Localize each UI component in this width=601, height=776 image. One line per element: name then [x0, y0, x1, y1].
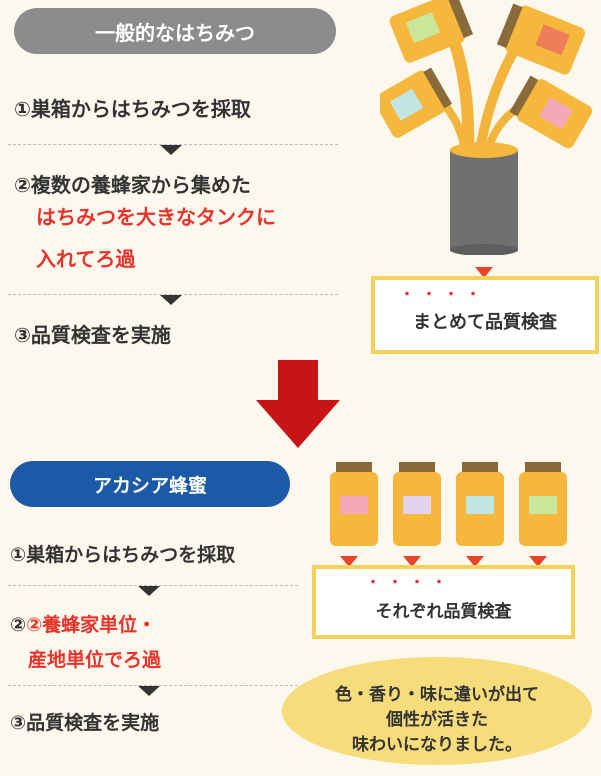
- top-inspection-arrow: [475, 267, 493, 278]
- top-step-2-line-1: ②複数の養蜂家から集めた: [14, 173, 251, 197]
- top-step-arrow-2: [160, 295, 182, 305]
- top-inspection-text: まとめて品質検査: [413, 312, 557, 333]
- acacia-honey-title: アカシア蜂蜜: [10, 461, 290, 507]
- bottom-inspection-dots: ・・・・: [366, 575, 454, 591]
- four-jars-illustration: [330, 462, 567, 546]
- general-honey-title: 一般的なはちみつ: [14, 8, 336, 54]
- honey-jar-4: [519, 462, 567, 546]
- bottom-step-2-line-1[interactable]: ②②養蜂家単位・: [10, 614, 157, 636]
- bottom-step-2-line-1-red: ②養蜂家単位・: [26, 614, 157, 636]
- top-divider-1: [8, 144, 338, 145]
- top-inspection-dots: ・・・・: [400, 287, 488, 303]
- result-note-line-2: 個性が活きた: [386, 710, 488, 730]
- result-note-line-1: 色・香り・味に違いが出て: [335, 685, 539, 705]
- bottom-step-arrow-2: [138, 686, 160, 696]
- bottom-divider-2: [8, 685, 298, 686]
- bottom-step-arrow-1: [138, 586, 160, 596]
- bottom-inspection-arrow-2: [403, 556, 421, 567]
- bottom-step-1: ①巣箱からはちみつを採取: [10, 544, 236, 566]
- honey-jar-1: [330, 462, 378, 546]
- bottom-inspection-arrow-1: [340, 556, 358, 567]
- top-step-2-line-2: はちみつを大きなタンクに: [36, 205, 276, 229]
- top-step-3: ③品質検査を実施: [14, 323, 171, 347]
- bottom-inspection-text: それぞれ品質検査: [375, 601, 512, 622]
- honey-jar-2: [393, 462, 441, 546]
- bottom-inspection-arrow-3: [466, 556, 484, 567]
- top-step-arrow-1: [160, 145, 182, 155]
- honey-jar-3: [456, 462, 504, 546]
- top-divider-2: [8, 294, 338, 295]
- honey-pouring-illustration: [380, 0, 593, 255]
- result-note-bubble: [282, 657, 592, 765]
- bottom-step-3: ③品質検査を実施: [10, 712, 160, 734]
- bottom-divider-1: [8, 585, 298, 586]
- top-inspection-box: まとめて品質検査: [371, 276, 599, 354]
- bottom-step-2-line-2: 産地単位でろ過: [28, 649, 162, 671]
- big-down-arrow: [256, 360, 340, 448]
- top-step-2-line-3: 入れてろ過: [36, 247, 136, 271]
- top-step-1: ①巣箱からはちみつを採取: [14, 97, 251, 121]
- result-note-line-3: 味わいになりました。: [352, 735, 522, 755]
- bottom-inspection-box: それぞれ品質検査: [312, 565, 575, 639]
- bottom-inspection-arrow-4: [529, 556, 547, 567]
